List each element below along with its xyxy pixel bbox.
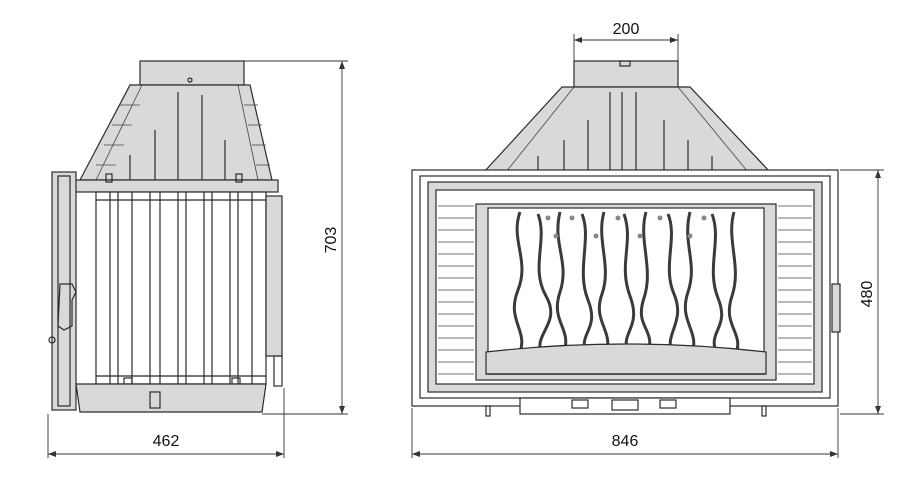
side-lugs <box>105 173 243 389</box>
dim-front-height-label: 480 <box>859 281 876 308</box>
side-door-frame <box>51 171 77 411</box>
front-view <box>411 60 841 417</box>
side-hood <box>79 84 273 181</box>
front-hood <box>482 86 772 173</box>
front-right-louvres <box>778 205 812 375</box>
side-flue-pin <box>187 77 193 83</box>
side-door-handle <box>57 283 77 331</box>
front-hood-inner <box>505 86 749 173</box>
front-feet <box>485 405 767 417</box>
side-body <box>95 191 267 385</box>
side-rear-bracket <box>273 355 283 387</box>
side-base-lug <box>149 391 161 409</box>
front-hood-rods <box>537 92 713 172</box>
dim-depth: 462 <box>47 388 285 458</box>
side-hood-inner <box>95 84 259 181</box>
front-ash-drawer-parts <box>571 399 677 411</box>
dim-side-height-label: 703 <box>323 227 340 254</box>
dim-width: 846 <box>411 408 839 458</box>
front-grate <box>485 343 767 375</box>
front-wavy-bars <box>512 211 740 355</box>
front-rivets <box>545 215 707 239</box>
side-top-plate <box>73 179 279 193</box>
front-flue-tab <box>619 60 631 67</box>
front-left-louvres <box>438 205 474 375</box>
side-hood-rods <box>129 92 226 180</box>
side-view <box>48 60 283 413</box>
dim-flue: 200 <box>573 21 679 61</box>
side-hood-bricks <box>96 104 270 166</box>
dim-side-height: 703 <box>244 60 348 415</box>
front-flue-collar <box>573 60 679 88</box>
side-rear-plate <box>265 195 283 357</box>
dim-flue-label: 200 <box>613 21 640 38</box>
front-door-handle <box>831 283 841 333</box>
side-handle-knob <box>48 336 56 344</box>
side-door-inner <box>57 175 71 407</box>
side-ribs <box>109 192 253 384</box>
dim-depth-label: 462 <box>153 433 180 450</box>
dim-front-height: 480 <box>840 169 884 415</box>
side-base <box>75 383 267 413</box>
dim-width-label: 846 <box>612 433 639 450</box>
